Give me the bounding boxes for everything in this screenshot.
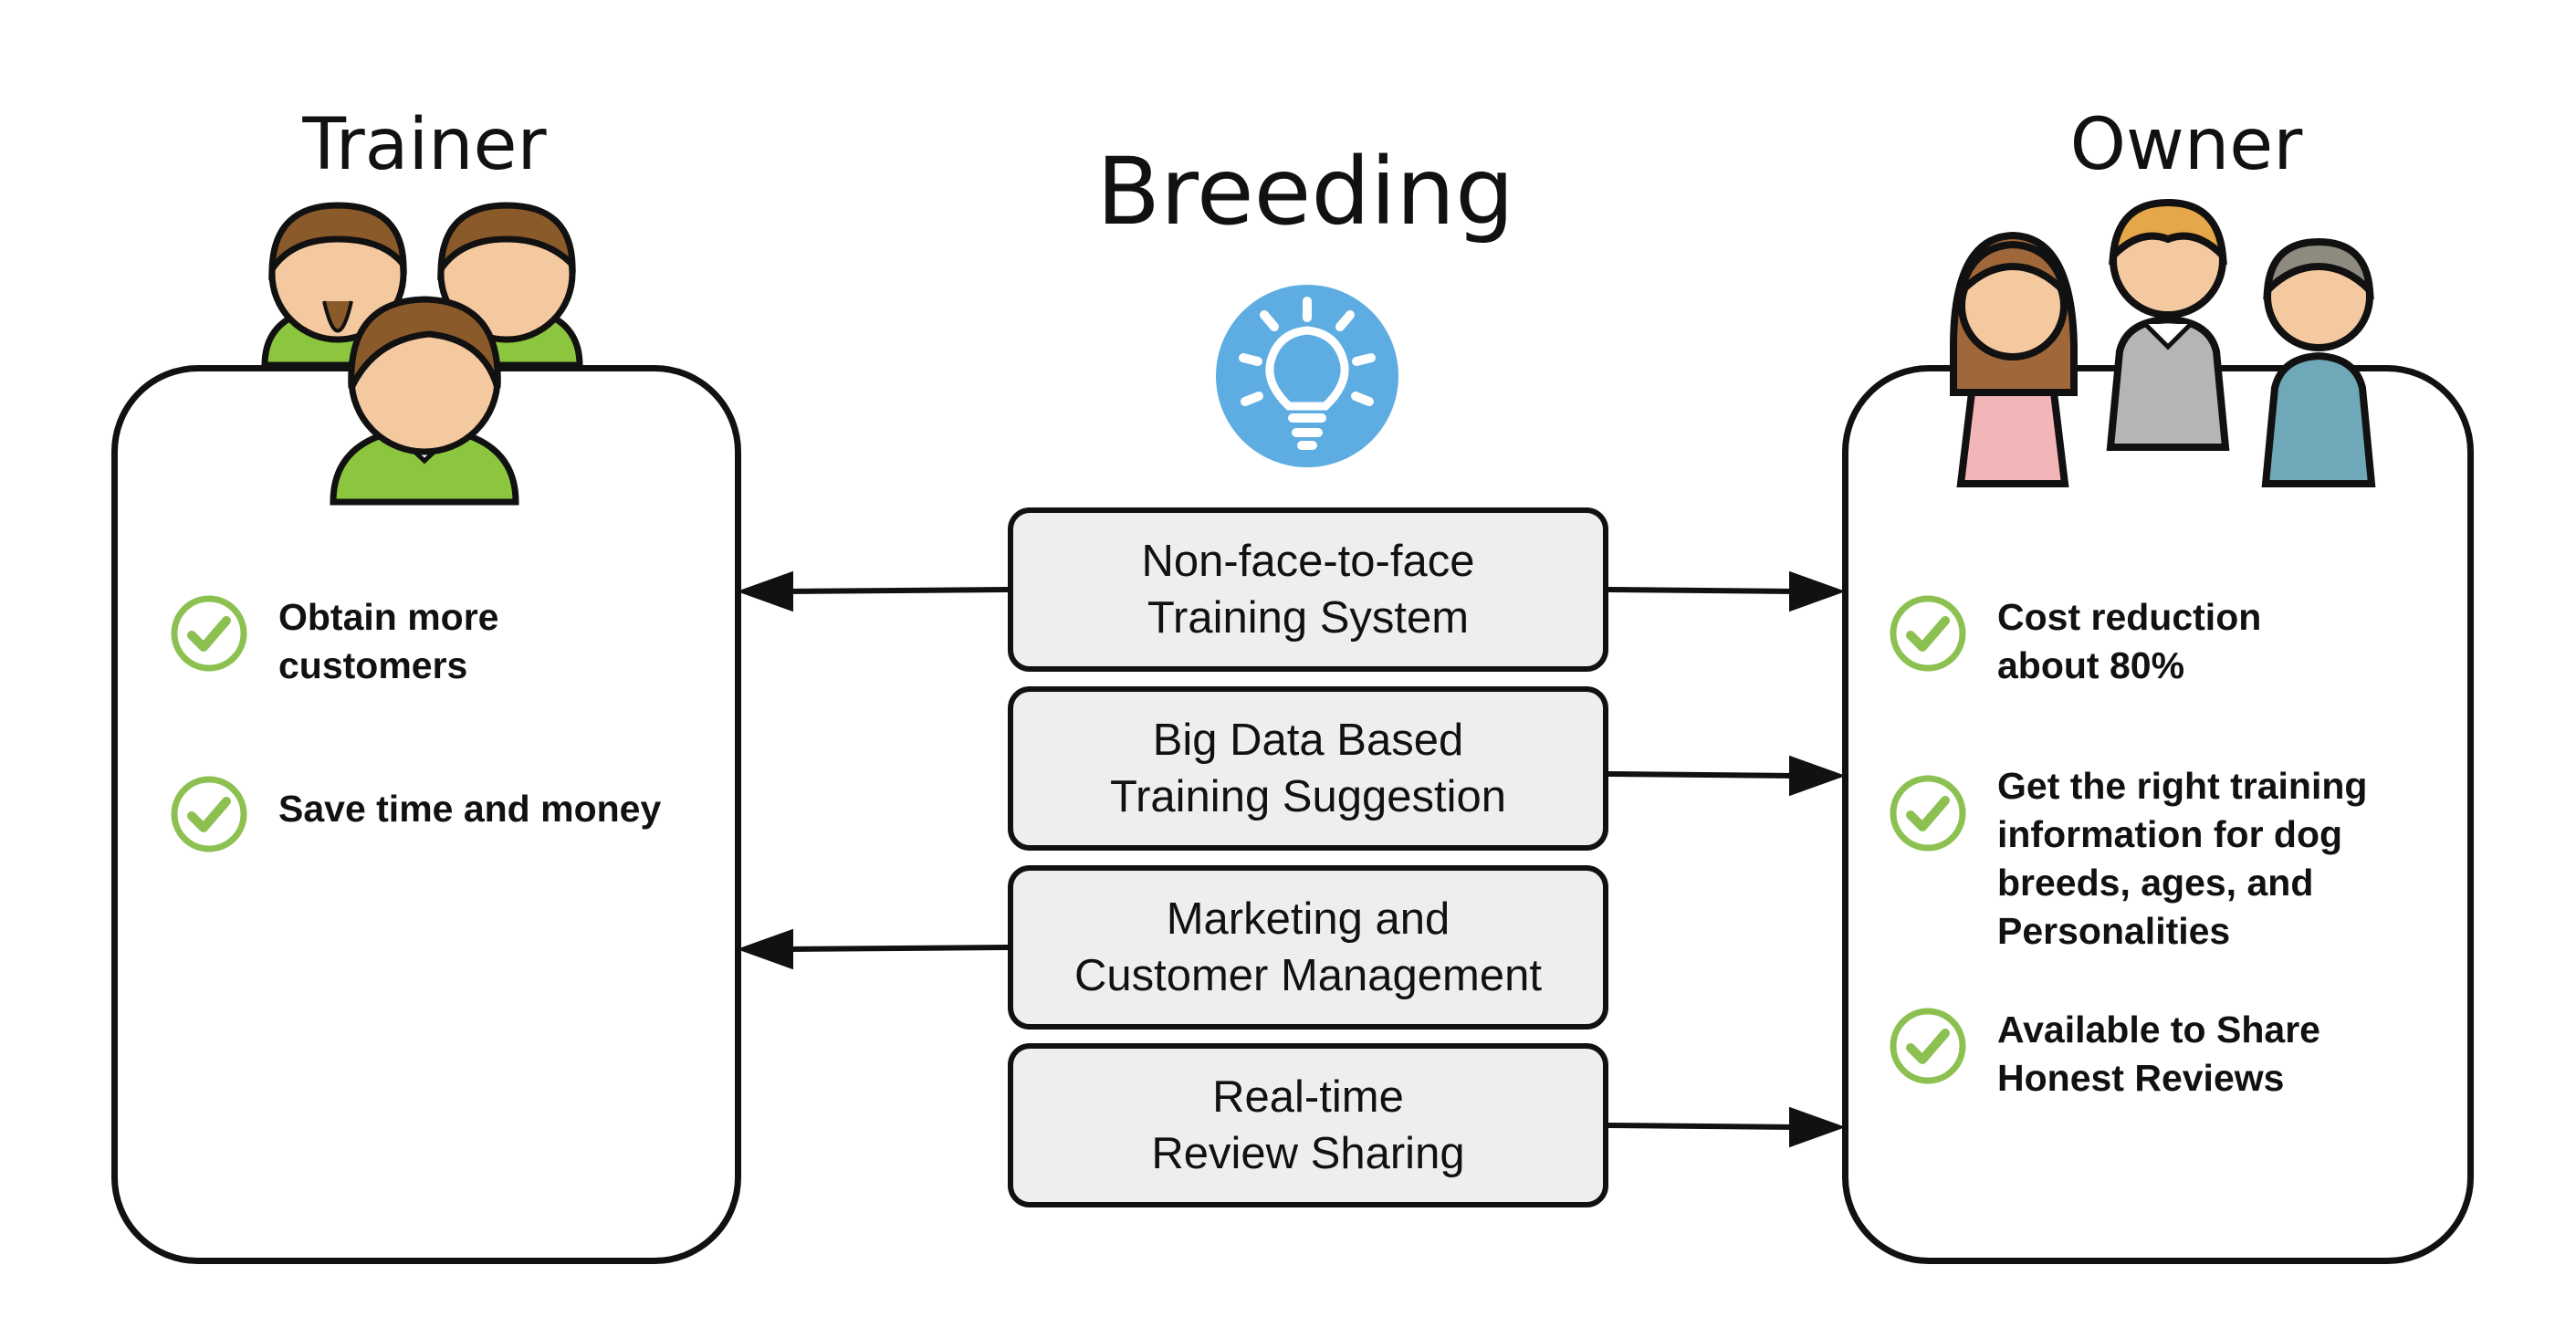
owner-benefit: Get the right training information for d… bbox=[1888, 762, 2367, 956]
owner-benefit: Available to Share Honest Reviews bbox=[1888, 1006, 2320, 1103]
arrow-to-owner-3 bbox=[1607, 1123, 1797, 1130]
feature-big-data-suggestion: Big Data Based Training Suggestion bbox=[1008, 686, 1608, 851]
breeding-title: Breeding bbox=[1096, 138, 1514, 246]
feature-marketing-customer-management: Marketing and Customer Management bbox=[1008, 865, 1608, 1030]
benefit-text: Save time and money bbox=[278, 788, 662, 830]
benefit-text: Get the right training information for d… bbox=[1997, 765, 2368, 952]
feature-label: Big Data Based Training Suggestion bbox=[1109, 716, 1506, 821]
check-circle-icon bbox=[171, 776, 247, 852]
owner-panel bbox=[1842, 365, 2474, 1264]
arrow-to-owner-1 bbox=[1607, 587, 1797, 594]
arrow-to-trainer-1 bbox=[784, 587, 1009, 594]
feature-label: Real-time Review Sharing bbox=[1151, 1072, 1465, 1178]
owner-benefit: Cost reduction about 80% bbox=[1888, 593, 2261, 690]
benefit-text: Obtain more customers bbox=[278, 596, 499, 686]
check-circle-icon bbox=[1890, 595, 1966, 672]
feature-label: Non-face-to-face Training System bbox=[1141, 537, 1475, 643]
check-circle-icon bbox=[1890, 775, 1966, 852]
feature-non-face-to-face-training: Non-face-to-face Training System bbox=[1008, 507, 1608, 672]
arrow-to-owner-2 bbox=[1607, 771, 1797, 779]
arrow-head-owner-3 bbox=[1789, 1106, 1846, 1148]
feature-label: Marketing and Customer Management bbox=[1073, 894, 1542, 1000]
arrow-head-owner-1 bbox=[1789, 570, 1846, 612]
arrow-head-owner-2 bbox=[1789, 755, 1846, 797]
feature-realtime-review-sharing: Real-time Review Sharing bbox=[1008, 1043, 1608, 1207]
arrow-to-trainer-2 bbox=[784, 945, 1009, 952]
benefit-text: Cost reduction about 80% bbox=[1997, 596, 2262, 686]
benefit-text: Available to Share Honest Reviews bbox=[1997, 1009, 2320, 1099]
trainer-benefit: Obtain more customers bbox=[169, 593, 498, 690]
arrow-head-trainer-1 bbox=[737, 570, 793, 612]
trainer-title: Trainer bbox=[302, 104, 547, 186]
owner-title: Owner bbox=[2069, 104, 2303, 186]
arrow-head-trainer-2 bbox=[737, 928, 793, 970]
check-circle-icon bbox=[1890, 1008, 1966, 1084]
trainer-benefit: Save time and money bbox=[169, 774, 661, 854]
check-circle-icon bbox=[171, 595, 247, 672]
